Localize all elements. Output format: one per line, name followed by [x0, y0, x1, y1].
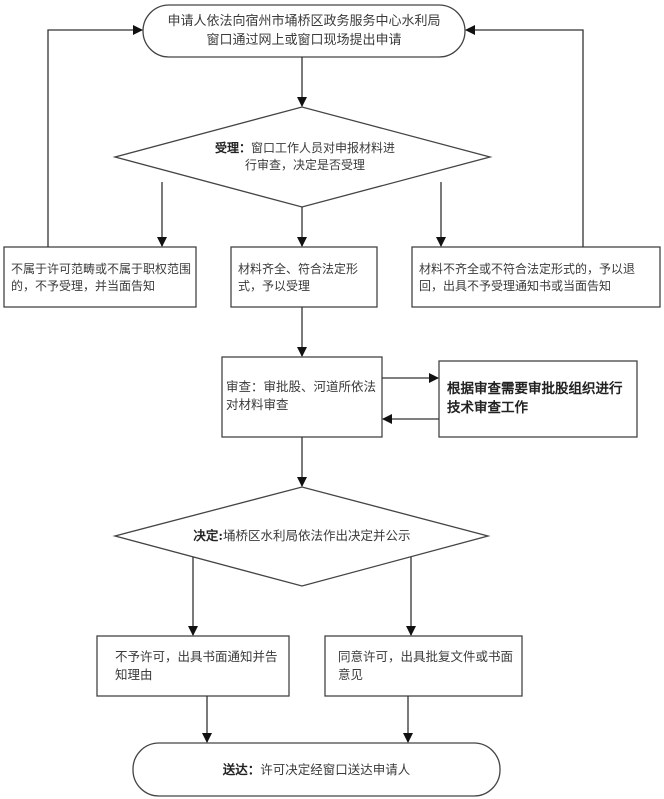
- accept-decision-text: 受理：窗口工作人员对申报材料进 行审查，决定是否受理: [190, 140, 420, 174]
- deliver-terminal-text: 送达：许可决定经窗口送达申请人: [140, 761, 493, 778]
- start-terminal-text: 申请人依法向宿州市埇桥区政务服务中心水利局 窗口通过网上或窗口现场提出申请: [150, 12, 458, 50]
- deliver-terminal-shape: [132, 742, 501, 797]
- arrow-return-loop-to-start: [465, 25, 584, 247]
- reject-out-of-scope-text: 不属于许可范畴或不属于职权范围的，不予受理，并当面告知: [11, 262, 192, 293]
- technical-review-text: 根据审查需要审批股组织进行技术审查工作: [447, 381, 623, 416]
- accept-decision-label: 受理：: [214, 141, 251, 155]
- deny-box: [96, 635, 290, 697]
- final-decision-shape: [112, 486, 491, 587]
- return-incomplete-text: 材料不齐全或不符合法定形式的，予以退回，出具不予受理通知书或当面告知: [419, 262, 636, 293]
- approve-box: [324, 635, 523, 697]
- reject-out-of-scope-box: [3, 246, 197, 308]
- accept-decision-line-2: 行审查，决定是否受理: [244, 158, 365, 172]
- deliver-label: 送达：: [222, 762, 261, 777]
- review-box: [221, 356, 383, 438]
- start-line-2: 窗口通过网上或窗口现场提出申请: [206, 33, 402, 48]
- final-decision-label: 决定:: [193, 528, 224, 543]
- accept-text: 材料齐全、符合法定形式，予以受理: [238, 262, 359, 293]
- accept-decision-line-1: 窗口工作人员对申报材料进: [251, 141, 396, 155]
- accept-box: [230, 246, 378, 308]
- review-text: 审查：审批股、河道所依法对材料审查: [226, 379, 377, 412]
- deliver-body: 许可决定经窗口送达申请人: [260, 762, 411, 777]
- final-decision-body: 埇桥区水利局依法作出决定并公示: [223, 528, 411, 543]
- deny-text: 不予许可，出具书面通知并告知理由: [115, 649, 278, 682]
- return-incomplete-box: [411, 246, 661, 308]
- accept-decision-shape: [112, 106, 493, 208]
- arrow-reject-loop-to-start: [47, 25, 143, 247]
- technical-review-box: [438, 360, 638, 438]
- approve-text: 同意许可，出具批复文件或书面意见: [338, 649, 514, 682]
- start-line-1: 申请人依法向宿州市埇桥区政务服务中心水利局: [167, 14, 441, 29]
- final-decision-text: 决定:埇桥区水利局依法作出决定并公示: [150, 527, 454, 544]
